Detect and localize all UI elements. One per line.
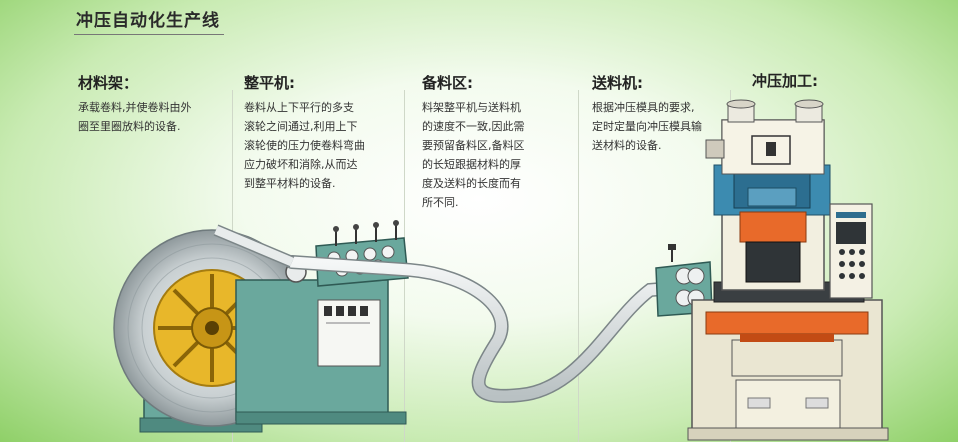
desc-line: 送材料的设备. bbox=[592, 139, 662, 152]
desc-line: 的长短跟据材料的厚 bbox=[422, 158, 521, 171]
heading-buffer-zone: 备料区: bbox=[422, 74, 473, 92]
desc-line: 定时定量向冲压模具输 bbox=[592, 120, 702, 133]
desc-line: 要预留备料区,备料区 bbox=[422, 139, 525, 152]
page-title: 冲压自动化生产线 bbox=[76, 11, 220, 31]
desc-line: 的速度不一致,因此需 bbox=[422, 120, 525, 133]
desc-line: 承载卷料,并使卷料由外 bbox=[78, 101, 192, 114]
desc-line: 到整平材料的设备. bbox=[244, 177, 336, 190]
steel-strip bbox=[213, 224, 707, 403]
desc-line: 度及送料的长度而有 bbox=[422, 177, 521, 190]
heading-material-rack: 材料架： bbox=[78, 74, 139, 92]
desc-line: 根据冲压模具的要求, bbox=[592, 101, 695, 114]
press-machine bbox=[687, 99, 889, 441]
desc-line: 所不同. bbox=[422, 196, 459, 209]
desc-line: 圈至里圈放料的设备. bbox=[78, 120, 181, 133]
desc-line: 滚轮使的压力使卷料弯曲 bbox=[244, 139, 365, 152]
desc-feeder: 根据冲压模具的要求, 定时定量向冲压模具输 送材料的设备. bbox=[592, 98, 702, 155]
desc-buffer-zone: 料架整平机与送料机 的速度不一致,因此需 要预留备料区,备料区 的长短跟据材料的… bbox=[422, 98, 525, 212]
desc-line: 料架整平机与送料机 bbox=[422, 101, 521, 114]
desc-line: 滚轮之间通过,利用上下 bbox=[244, 120, 358, 133]
desc-leveler: 卷料从上下平行的多支 滚轮之间通过,利用上下 滚轮使的压力使卷料弯曲 应力破坏和… bbox=[244, 98, 365, 193]
desc-line: 卷料从上下平行的多支 bbox=[244, 101, 354, 114]
heading-leveler: 整平机: bbox=[244, 74, 295, 92]
desc-material-rack: 承载卷料,并使卷料由外 圈至里圈放料的设备. bbox=[78, 98, 192, 136]
divider-3 bbox=[578, 90, 579, 442]
heading-feeder: 送料机: bbox=[592, 74, 643, 92]
heading-press: 冲压加工: bbox=[752, 72, 818, 90]
title-underline bbox=[74, 34, 224, 35]
desc-line: 应力破坏和消除,从而达 bbox=[244, 158, 358, 171]
leveler bbox=[235, 220, 409, 425]
